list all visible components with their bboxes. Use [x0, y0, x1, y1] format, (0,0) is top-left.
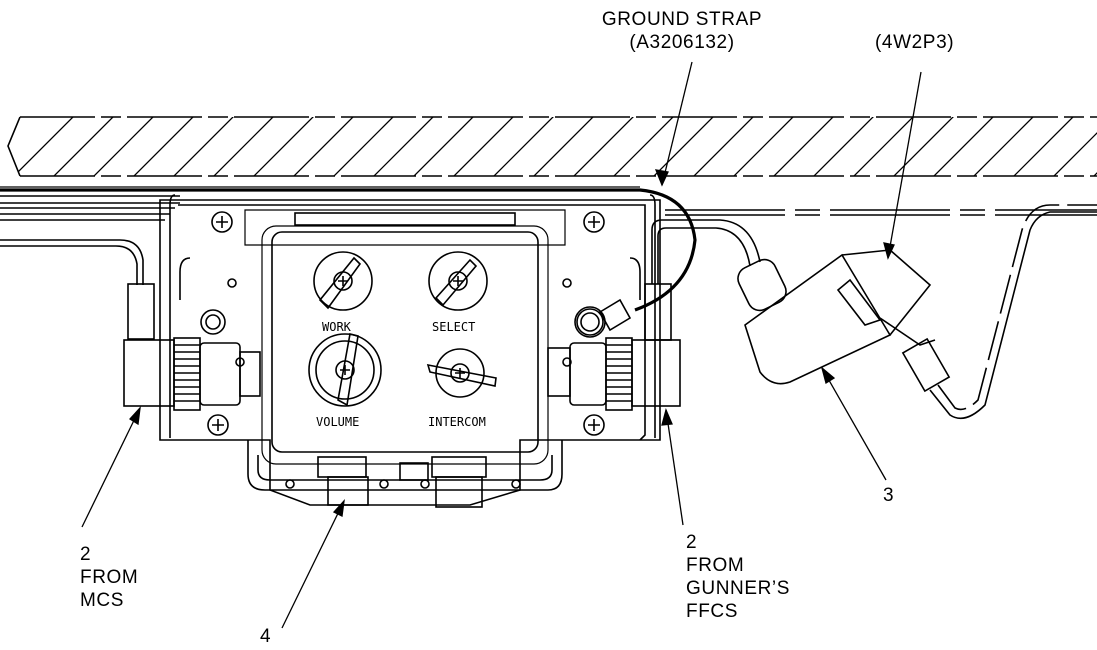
callout-item-4: 4: [260, 625, 271, 648]
connector-4w2p3: [680, 204, 1097, 420]
mounting-rails: [0, 195, 1097, 221]
label-work: WORK: [322, 320, 352, 334]
hull-structure-hatched: [7, 116, 1097, 177]
connector-j4: [317, 456, 369, 506]
mounting-screws: [207, 211, 605, 489]
callout-ground-strap-part: (A3206132): [629, 32, 735, 53]
work-knob: [313, 251, 373, 311]
label-volume: VOLUME: [316, 415, 359, 429]
ground-strap: [0, 188, 697, 312]
callout-item-2-left: 2 FROM MCS: [80, 543, 138, 612]
callout-item-2-left-line1: FROM: [80, 567, 139, 588]
callout-item-2-right: 2 FROM GUNNER’S FFCS: [686, 531, 790, 623]
callout-item-4-text: 4: [260, 626, 272, 647]
connector-j5: [431, 456, 487, 508]
callout-item-3-text: 3: [883, 485, 895, 506]
callout-item-2-right-line3: FFCS: [686, 601, 739, 622]
callout-item-2-left-num: 2: [80, 544, 92, 565]
intercom-box: [159, 194, 661, 508]
callout-item-2-right-line2: GUNNER’S: [686, 578, 791, 599]
callout-item-2-right-num: 2: [686, 532, 698, 553]
callout-item-3: 3: [883, 484, 894, 507]
label-intercom: INTERCOM: [428, 415, 486, 429]
leader-lines: [81, 61, 922, 629]
callout-ground-strap: GROUND STRAP (A3206132): [563, 8, 801, 54]
control-panel-face: [271, 231, 539, 453]
callout-4w2p3-text: (4W2P3): [875, 32, 955, 53]
callout-4w2p3: (4W2P3): [875, 31, 954, 54]
select-knob: [428, 251, 488, 311]
callout-ground-strap-title: GROUND STRAP: [601, 9, 763, 30]
callout-item-2-left-line2: MCS: [80, 590, 125, 611]
volume-knob: [308, 333, 382, 407]
cable-from-ffcs: [547, 219, 681, 411]
label-select: SELECT: [432, 320, 475, 334]
intercom-knob: [426, 348, 497, 398]
cable-from-mcs: [0, 239, 261, 411]
callout-item-2-right-line1: FROM: [686, 555, 745, 576]
ground-bolt: [574, 298, 632, 338]
